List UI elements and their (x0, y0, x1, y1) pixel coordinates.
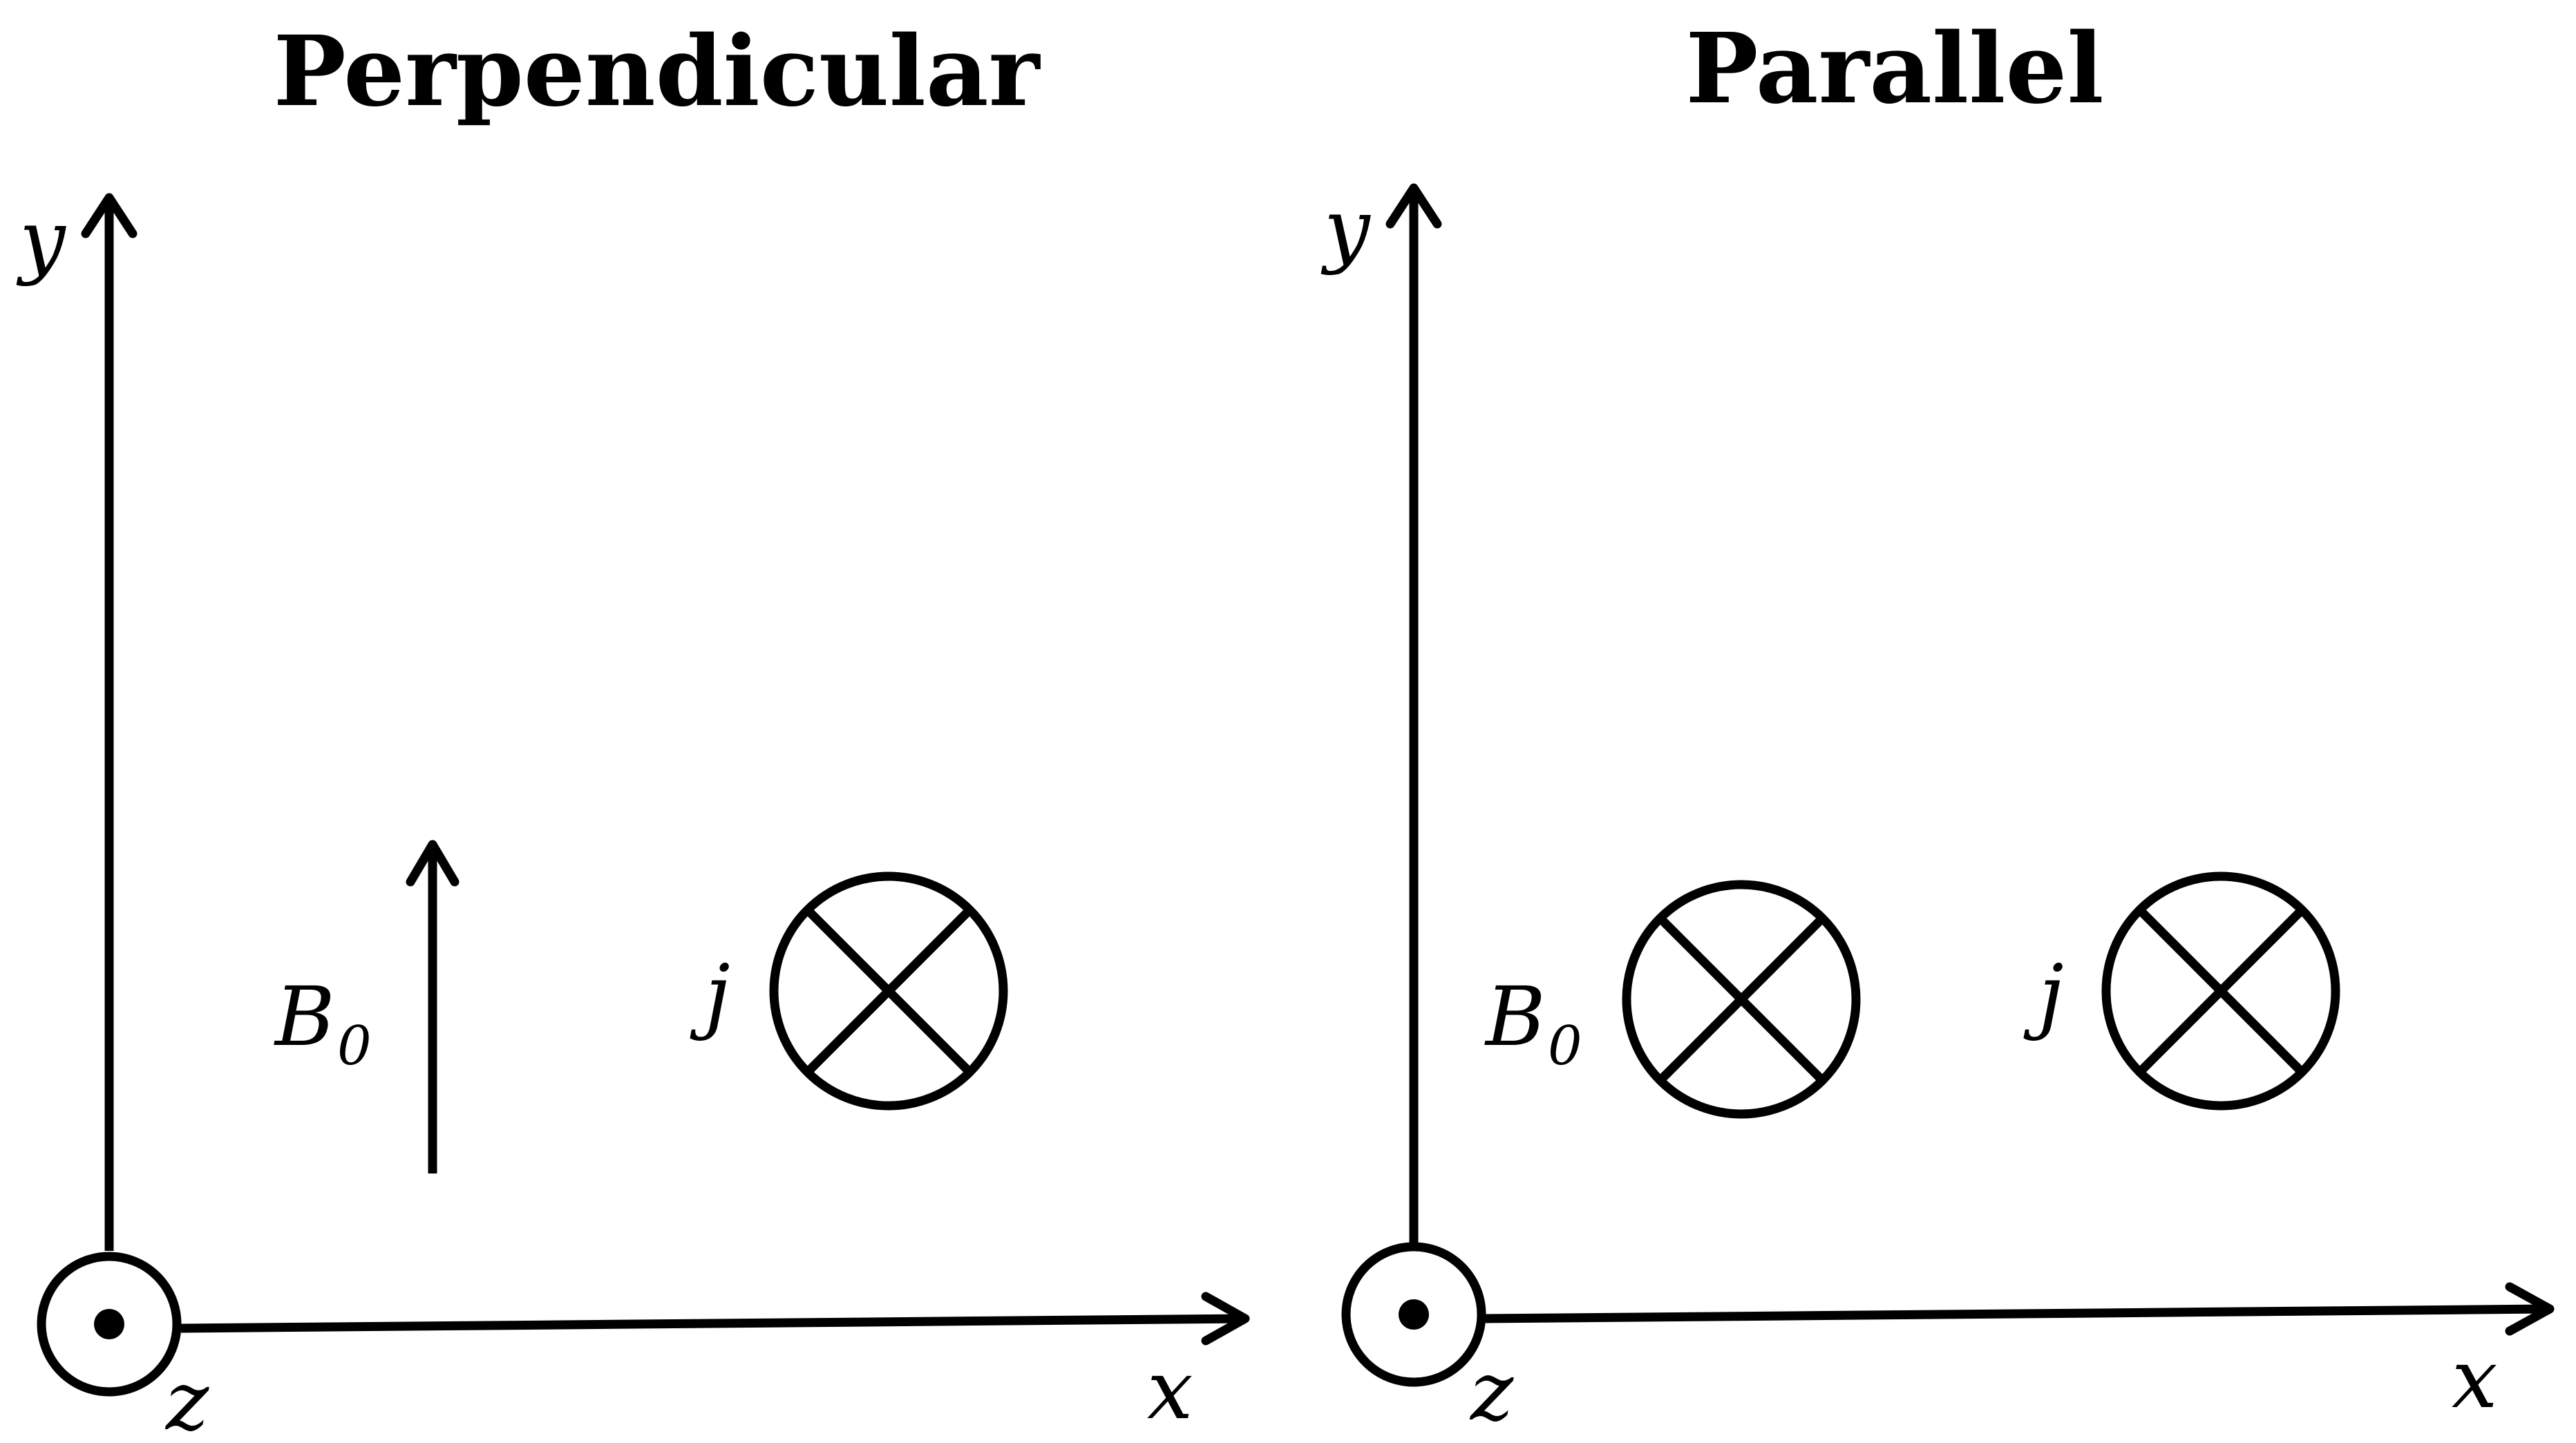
y-axis (81, 193, 138, 1251)
circled-cross-icon (769, 871, 1008, 1111)
x-axis-arrowhead (2505, 1282, 2555, 1336)
y-axis-label: y (1320, 181, 1371, 276)
x-axis-arrowhead (1201, 1292, 1250, 1346)
z-axis-label: z (164, 1353, 209, 1443)
b0-label: B 0 (1484, 969, 1582, 1077)
b0-symbol: B (1484, 969, 1546, 1064)
circled-dot-icon (1341, 1242, 1486, 1387)
b0-subscript: 0 (1548, 1015, 1582, 1077)
b0-arrowhead (406, 840, 460, 887)
y-axis-label: y (16, 192, 66, 287)
panel-title-parallel: Parallel (1685, 12, 2103, 126)
panel-title-perpendicular: Perpendicular (274, 15, 1041, 129)
panel-parallel: Parallel y x z B 0 j (1320, 12, 2555, 1439)
y-axis (1385, 183, 1442, 1243)
b0-label: B 0 (274, 969, 372, 1077)
x-axis (180, 1292, 1250, 1346)
circled-cross-icon (2101, 871, 2340, 1111)
b0-subscript: 0 (337, 1015, 372, 1077)
y-axis-arrowhead (1385, 183, 1442, 229)
b0-arrow (406, 840, 460, 1173)
x-axis-label: x (2452, 1331, 2498, 1426)
panel-perpendicular: Perpendicular y x z B 0 j (16, 15, 1250, 1443)
x-axis-label: x (1147, 1342, 1193, 1437)
circled-cross-icon (1622, 880, 1861, 1119)
y-axis-arrowhead (81, 193, 138, 238)
j-label: j (690, 947, 730, 1042)
j-label: j (2023, 947, 2064, 1042)
z-axis-label: z (1469, 1343, 1514, 1439)
x-axis (1485, 1282, 2555, 1336)
b0-symbol: B (274, 969, 335, 1064)
circled-dot-icon (37, 1252, 182, 1397)
